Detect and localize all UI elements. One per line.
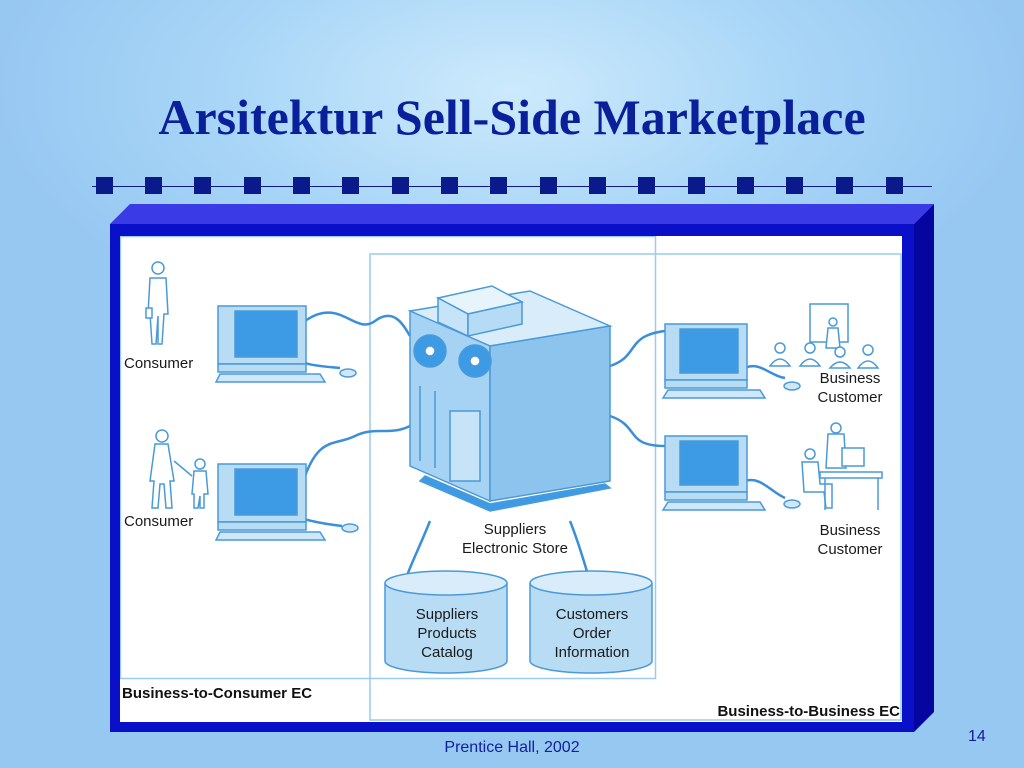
store-label-line1: Suppliers [484, 521, 547, 538]
b2b-label: Business-to-Business EC [717, 703, 900, 720]
db-orders-icon [529, 570, 653, 674]
b2c-label: Business-to-Consumer EC [122, 685, 313, 702]
db-orders-line1: Customers [556, 606, 629, 623]
consumer-person-icon [145, 261, 169, 345]
diagram-panel: Suppliers Electronic Store Suppliers Pro… [120, 236, 902, 722]
consumer-top-label: Consumer [124, 355, 194, 372]
db-catalog-line1: Suppliers [416, 606, 479, 623]
slide-title: Arsitektur Sell-Side Marketplace [158, 89, 866, 145]
server-store-icon [407, 285, 613, 512]
db-catalog-label: Suppliers Products Catalog [416, 606, 479, 661]
db-orders-line2: Order [573, 625, 611, 642]
db-catalog-icon [384, 570, 508, 674]
db-orders-line3: Information [554, 644, 629, 661]
computer-top-right-icon [661, 323, 801, 399]
consumer-bottom-label: Consumer [124, 513, 194, 530]
title-rule [92, 186, 932, 187]
computer-top-left-icon [214, 305, 357, 383]
db-catalog-line2: Products [417, 625, 476, 642]
b2b-region [369, 253, 902, 721]
store-label: Suppliers Electronic Store [462, 521, 568, 557]
page-number: 14 [968, 728, 986, 745]
business-top-label-line1: Business [819, 370, 881, 387]
db-orders-label: Customers Order Information [554, 606, 629, 661]
business-bottom-label: Business Customer [808, 521, 892, 559]
business-office-icon [801, 422, 883, 510]
b2c-region [120, 236, 657, 680]
consumer-family-icon [149, 429, 209, 509]
business-bottom-label-line2: Customer [817, 541, 883, 558]
db-catalog-line3: Catalog [421, 644, 473, 661]
business-bottom-label-line1: Business [819, 522, 881, 539]
business-meeting-icon [768, 303, 880, 369]
business-top-label-line2: Customer [817, 389, 883, 406]
store-label-line2: Electronic Store [462, 540, 568, 557]
computer-bottom-right-icon [661, 435, 801, 511]
business-top-label: Business Customer [808, 369, 892, 407]
slide-footer: Prentice Hall, 2002 [444, 739, 580, 756]
diagram-artwork: Suppliers Electronic Store Suppliers Pro… [120, 236, 902, 721]
computer-bottom-left-icon [214, 463, 359, 541]
